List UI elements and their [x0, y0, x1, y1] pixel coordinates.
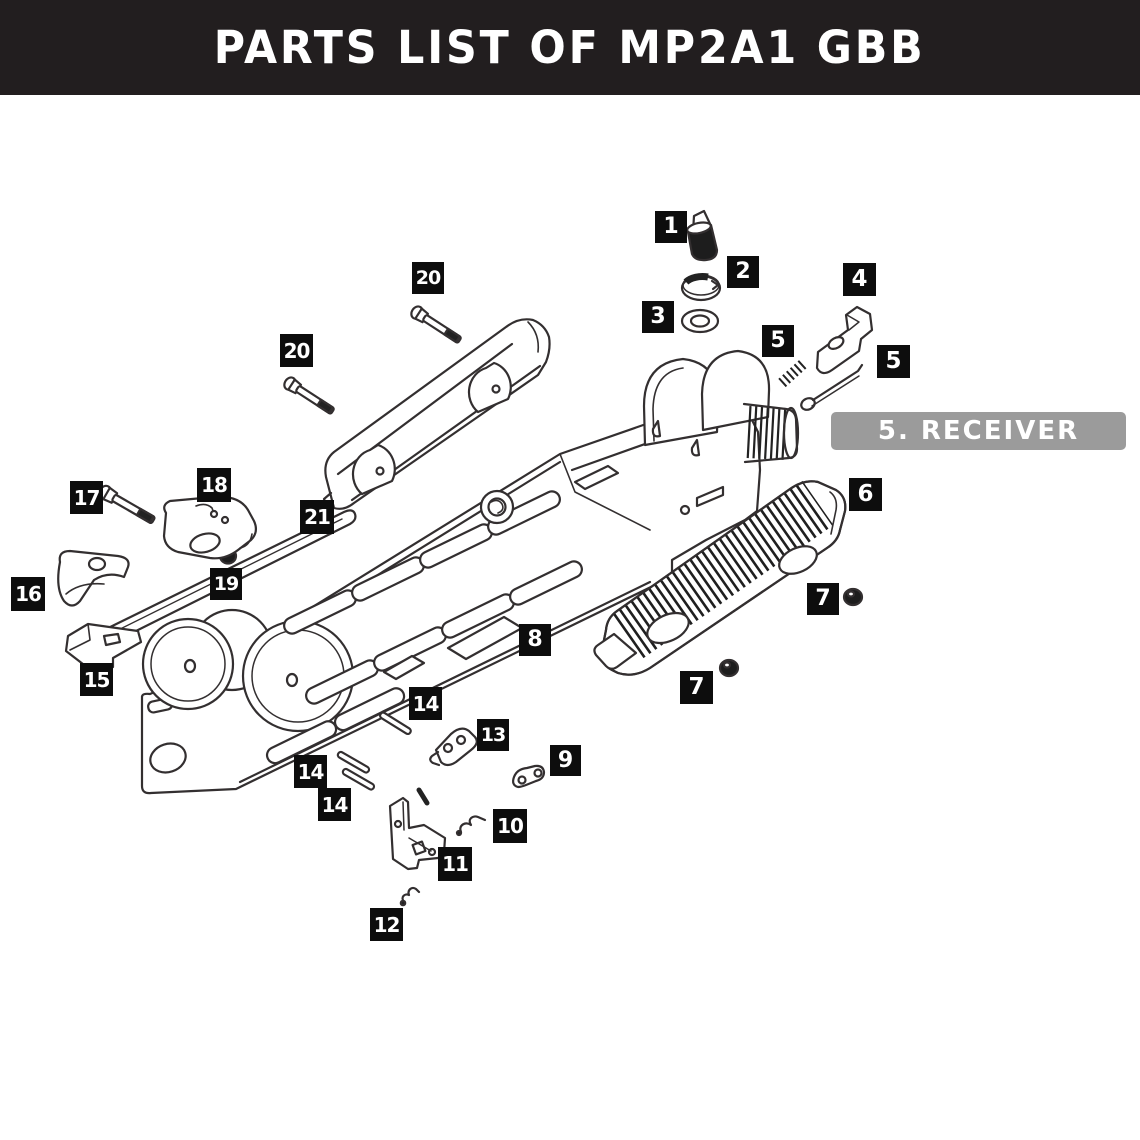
part-label-14: 14 [318, 788, 351, 821]
part-label-5: 5 [762, 325, 794, 357]
part-label-14: 14 [409, 687, 442, 720]
receiver-body-part [140, 349, 800, 795]
part-label-17: 17 [70, 481, 103, 514]
part-label-16: 16 [11, 577, 45, 611]
cocking-piece-part [815, 305, 874, 375]
rear-sight-part [162, 495, 258, 560]
part-label-15: 15 [80, 663, 113, 696]
top-cover-part [322, 318, 551, 512]
part-label-2: 2 [727, 256, 759, 288]
part-label-10: 10 [493, 809, 527, 843]
valve-part [686, 209, 719, 262]
grip-panel-part [593, 480, 847, 676]
part-label-1: 1 [655, 211, 687, 243]
trunnion-discs [141, 608, 355, 733]
louver-slots [265, 490, 583, 765]
part-label-7: 7 [680, 671, 713, 704]
lever-rod-part [800, 363, 864, 411]
part-label-12: 12 [370, 908, 403, 941]
part-label-14: 14 [294, 755, 327, 788]
part-label-6: 6 [849, 478, 882, 511]
tiny-spring-part [399, 886, 421, 907]
part-label-7: 7 [807, 583, 839, 615]
small-spring-part [455, 815, 487, 837]
block-part [429, 727, 478, 767]
sear-bracket-part [388, 796, 447, 871]
part-label-19: 19 [210, 568, 242, 600]
part-label-3: 3 [642, 301, 674, 333]
part-label-9: 9 [550, 745, 581, 776]
header-banner: PARTS LIST OF MP2A1 GBB [0, 0, 1140, 95]
washer-part [680, 308, 720, 334]
part-label-4: 4 [843, 263, 876, 296]
sight-screw-part [97, 484, 156, 524]
part-label-5: 5 [877, 345, 910, 378]
cover-screw-part [283, 305, 462, 415]
part-label-21: 21 [300, 500, 334, 534]
section-badge-label: 5. RECEIVER [877, 416, 1080, 446]
part-label-18: 18 [197, 468, 231, 502]
link-part [512, 764, 546, 789]
part-label-13: 13 [477, 719, 509, 751]
leaf-spring-part [57, 549, 130, 607]
part-label-20: 20 [280, 334, 313, 367]
part-label-8: 8 [519, 624, 551, 656]
section-badge: 5. RECEIVER [831, 412, 1126, 450]
slide-piece-part [64, 622, 143, 673]
pin-part [336, 711, 430, 806]
page-title: PARTS LIST OF MP2A1 GBB [214, 21, 926, 74]
part-label-20: 20 [412, 262, 444, 294]
spring-part [778, 358, 808, 388]
part-label-11: 11 [438, 847, 472, 881]
nut-part [218, 547, 864, 678]
collar-part [680, 273, 722, 302]
